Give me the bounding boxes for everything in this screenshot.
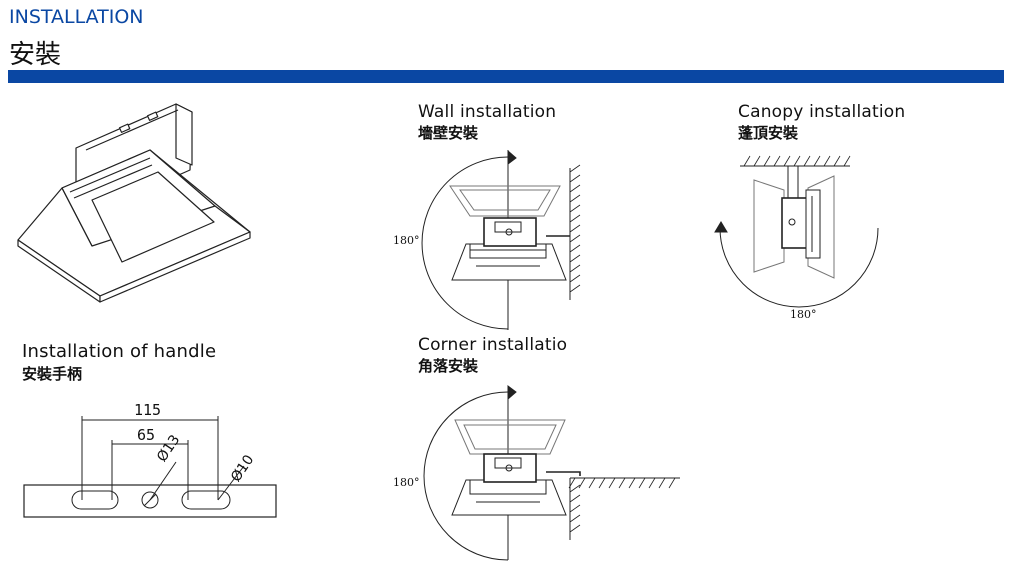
handle-title: Installation of handle <box>22 341 217 362</box>
corner-title-zh: 角落安裝 <box>418 357 479 375</box>
dim-inner-label: 65 <box>137 426 156 444</box>
header-bar <box>8 70 1004 83</box>
corner-angle-label: 180° <box>393 476 420 489</box>
page-title: INSTALLATION <box>9 6 144 28</box>
dim-outer-label: 115 <box>134 401 162 419</box>
wall-title: Wall installation <box>418 102 557 122</box>
canopy-title: Canopy installation <box>738 102 906 122</box>
corner-title: Corner installatio <box>418 335 568 355</box>
wall-title-zh: 墻壁安裝 <box>418 124 479 142</box>
page-subtitle: 安裝 <box>9 40 62 70</box>
wall-angle-label: 180° <box>393 234 420 247</box>
handle-title-zh: 安裝手柄 <box>22 365 83 383</box>
canopy-title-zh: 蓬頂安裝 <box>738 124 799 142</box>
canopy-angle-label: 180° <box>790 308 817 321</box>
